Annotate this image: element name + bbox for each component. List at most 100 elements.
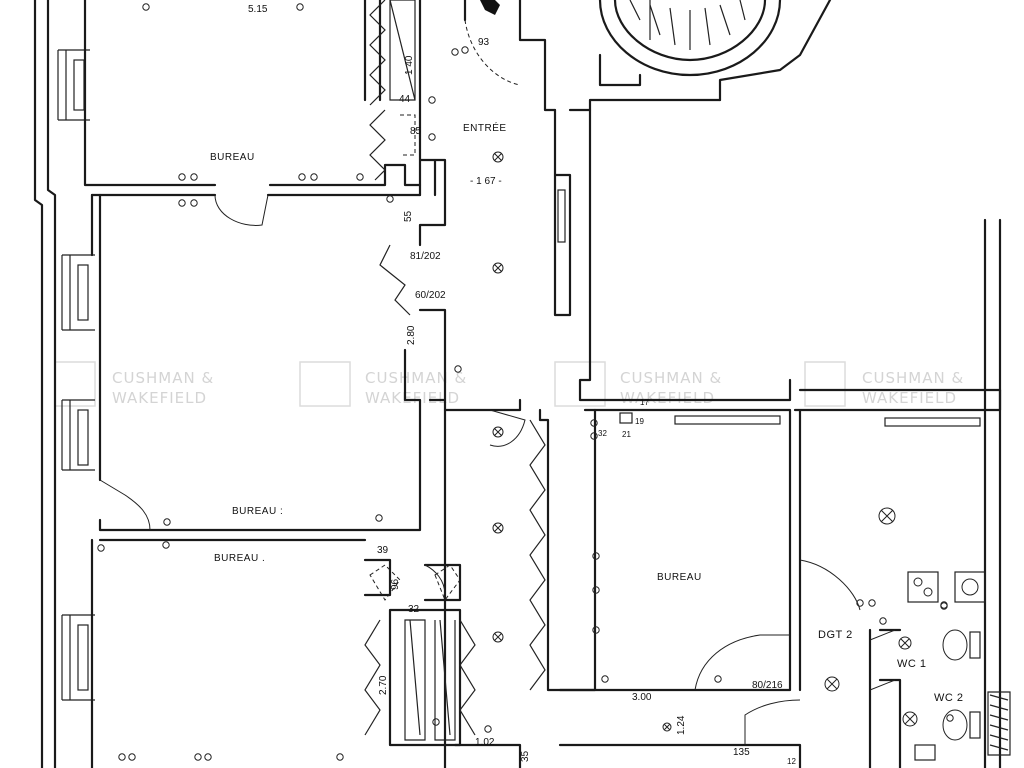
watermark-line1: CUSHMAN & [620,369,722,387]
dimension-label: - 1 67 - [470,176,502,187]
watermark-line2: WAKEFIELD [862,389,957,407]
socket-icon [940,601,948,609]
socket-icon [592,586,600,594]
dimension-label: 1.02 [475,737,495,748]
socket-icon [163,518,171,526]
watermark-3: CUSHMAN & WAKEFIELD [554,361,722,407]
dimension-label: 5.15 [248,4,268,15]
light-fixture-icon [824,676,840,692]
room-label-entree: ENTRÉE [463,121,507,134]
light-fixture-icon [492,631,504,643]
socket-icon [194,753,202,761]
socket-icon [190,173,198,181]
room-label-bureau-mid: BUREAU : [232,506,283,517]
dimension-label: 32 [408,604,420,615]
socket-icon [592,626,600,634]
dimension-label: 85 [410,126,422,137]
radiator-icon [557,189,566,243]
watermark-line2: WAKEFIELD [620,389,715,407]
socket-icon [178,173,186,181]
room-labels: BUREAU ENTRÉE BUREAU : BUREAU . BUREAU D… [210,121,964,704]
wc-fixtures [907,571,1011,761]
socket-icon [432,718,440,726]
watermark-4: CUSHMAN & WAKEFIELD [804,361,964,407]
radiators [557,189,981,427]
radiator-icon [884,417,981,427]
dimension-label: 3.00 [632,692,652,703]
dimension-label: 17 [640,398,649,407]
light-fixture-icon [492,151,504,163]
socket-icon [856,599,864,607]
dimension-label: 80/216 [752,680,783,691]
socket-icon [128,753,136,761]
socket-icon [451,48,459,56]
dimension-label: 135 [733,747,750,758]
staircase [480,0,832,112]
dimension-label: 2.80 [406,325,417,345]
socket-icon [310,173,318,181]
dimension-label: 39 [377,545,389,556]
watermark-line2: WAKEFIELD [365,389,460,407]
dimension-label: 55 [403,210,414,222]
closet-doors [364,0,546,736]
dimension-label: 32 [598,429,607,438]
dimension-label: 1 40 [404,55,415,75]
socket-icon [592,552,600,560]
socket-icon [336,753,344,761]
dimension-label: 19 [635,417,644,426]
socket-icon [879,617,887,625]
dimension-label: 21 [622,430,631,439]
socket-icon [484,725,492,733]
socket-icon [118,753,126,761]
dimension-label: 44 [399,94,411,105]
socket-icon [162,541,170,549]
sockets [97,3,954,761]
door-swings [99,19,896,745]
socket-icon [946,714,954,722]
watermark-group: CUSHMAN & WAKEFIELD CUSHMAN & WAKEFIELD … [54,361,964,407]
socket-icon [868,599,876,607]
room-label-wc2: WC 2 [934,692,964,704]
socket-icon [386,195,394,203]
light-fixture-icon [878,507,896,525]
dimension-label: 96 [390,578,401,590]
socket-icon [428,96,436,104]
socket-icon [590,432,598,440]
socket-icon [714,675,722,683]
socket-icon [461,46,469,54]
dimension-label: 1.24 [676,715,687,735]
dimension-label: 60/202 [415,290,446,301]
toilet-icon [942,629,968,661]
socket-icon [204,753,212,761]
facade-wall [33,0,95,768]
dimension-label: 93 [478,37,490,48]
socket-icon [454,365,462,373]
watermark-2: CUSHMAN & WAKEFIELD [299,361,467,407]
room-label-wc1: WC 1 [897,658,927,670]
light-fixture-icon [492,426,504,438]
socket-icon [428,133,436,141]
watermark-line2: WAKEFIELD [112,389,207,407]
light-fixture-icon [492,522,504,534]
socket-icon [298,173,306,181]
socket-icon [142,3,150,11]
dimension-label: 81/202 [410,251,441,262]
socket-icon [178,199,186,207]
socket-icon [601,675,609,683]
radiator-icon [619,412,633,424]
toilet-icon [942,709,968,741]
dimension-label: 35 [520,750,531,762]
watermark-line1: CUSHMAN & [862,369,964,387]
light-fixtures [492,151,918,732]
light-fixture-icon [662,722,672,732]
room-label-bureau-bottom: BUREAU . [214,553,265,564]
socket-icon [190,199,198,207]
dimension-label: 2.70 [378,675,389,695]
socket-icon [356,173,364,181]
watermark-line1: CUSHMAN & [365,369,467,387]
room-label-bureau-top: BUREAU [210,152,255,163]
radiator-icon [674,415,781,425]
watermark-1: CUSHMAN & WAKEFIELD [54,361,213,407]
socket-icon [590,419,598,427]
socket-icon [296,3,304,11]
